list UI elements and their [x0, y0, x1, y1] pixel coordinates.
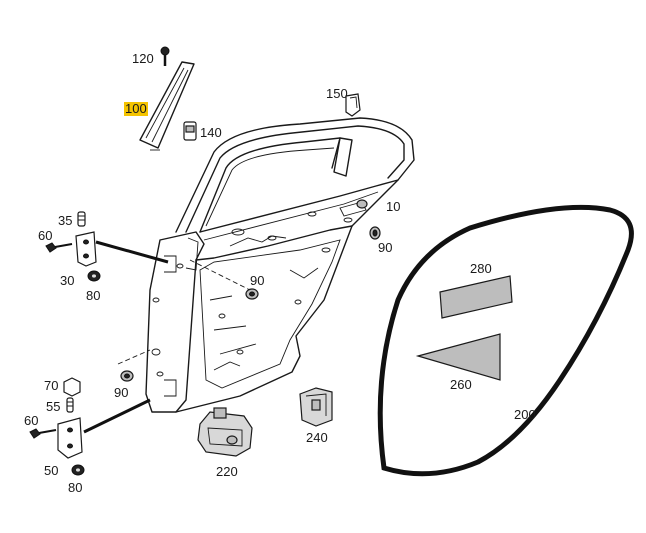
callout-90-center: 90 [250, 273, 265, 288]
upper-hinge-group [45, 211, 169, 282]
regulator-220 [197, 407, 253, 457]
callout-80-lower: 80 [68, 480, 83, 495]
callout-220: 220 [216, 464, 238, 479]
plug-90-lower [117, 349, 151, 382]
callout-80-upper: 80 [86, 288, 101, 303]
callout-240: 240 [306, 430, 328, 445]
screw-120 [160, 46, 170, 66]
plug-90-center [189, 259, 259, 300]
callout-70: 70 [44, 378, 59, 393]
insulation-280 [439, 275, 513, 319]
bracket-150 [345, 93, 361, 117]
plug-90-right [369, 226, 381, 240]
callout-35: 35 [58, 213, 73, 228]
grommet-10 [356, 199, 368, 209]
callout-140: 140 [200, 125, 222, 140]
door-shell [145, 117, 415, 413]
callout-30: 30 [60, 273, 75, 288]
callout-60-upper: 60 [38, 228, 53, 243]
callout-90-right: 90 [378, 240, 393, 255]
callout-120: 120 [132, 51, 154, 66]
callout-200: 200 [514, 407, 536, 422]
clip-140 [183, 121, 197, 141]
insulation-260 [415, 333, 501, 381]
callout-55: 55 [46, 399, 61, 414]
lower-hinge-group [29, 377, 151, 476]
callout-60-lower: 60 [24, 413, 39, 428]
latch-240 [299, 387, 333, 427]
callout-90-lower: 90 [114, 385, 129, 400]
callout-280: 280 [470, 261, 492, 276]
callout-10: 10 [386, 199, 401, 214]
callout-150: 150 [326, 86, 348, 101]
door-seal-200 [377, 204, 634, 477]
callout-50: 50 [44, 463, 59, 478]
window-channel-100 [139, 61, 195, 151]
callout-100-highlighted: 100 [124, 101, 148, 116]
callout-260: 260 [450, 377, 472, 392]
